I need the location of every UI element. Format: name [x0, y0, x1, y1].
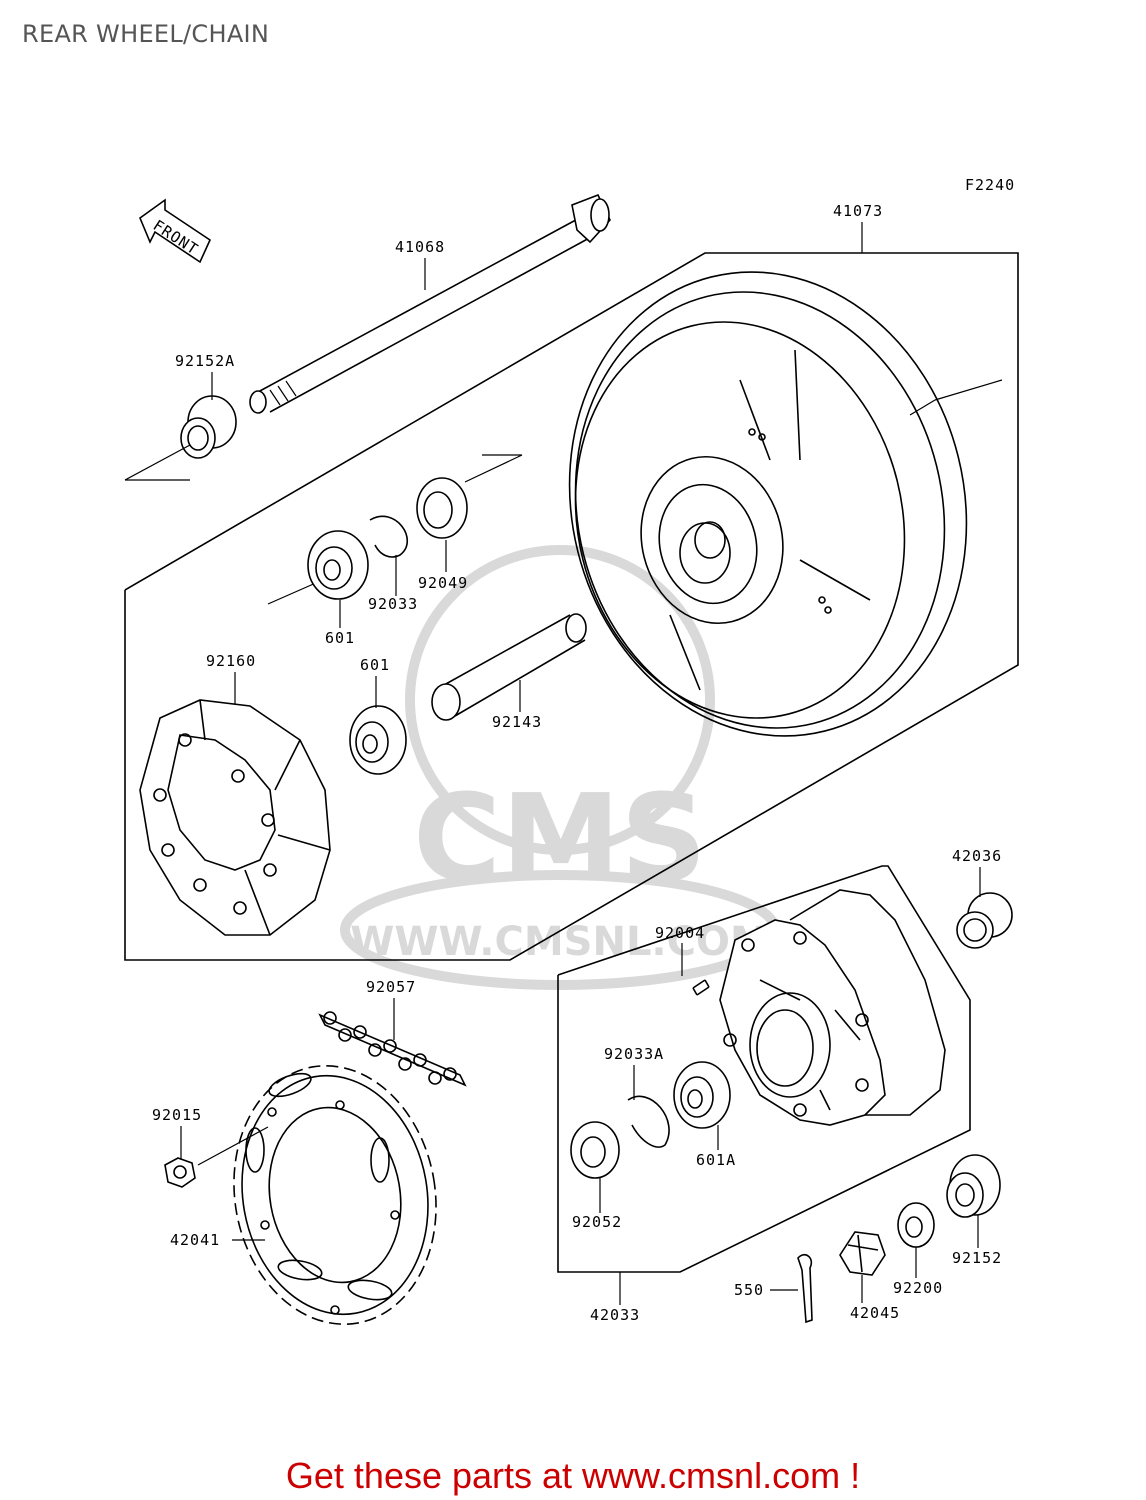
- drive-chain-92057: [318, 1011, 467, 1087]
- part-label: 601: [360, 656, 390, 674]
- hub-frame: [557, 865, 971, 1273]
- bearing-601-lower: [349, 705, 407, 775]
- bearing-601a: [673, 1061, 731, 1129]
- parts-diagram: CMS WWW.CMSNL.COM F2240 FRONT: [124, 176, 1019, 1325]
- part-label: 92057: [366, 978, 416, 996]
- spacer-92152a: [180, 395, 237, 459]
- part-label: 92049: [418, 574, 468, 592]
- bearing-601-upper: [307, 530, 369, 600]
- part-label: 601: [325, 629, 355, 647]
- damper-92160: [139, 699, 331, 936]
- circlip-92033: [369, 515, 408, 558]
- spacer-42036: [956, 892, 1013, 949]
- leader-lines: [180, 222, 981, 1305]
- page-title: REAR WHEEL/CHAIN: [22, 20, 270, 48]
- part-label: 92004: [655, 924, 705, 942]
- part-label: 92200: [893, 1279, 943, 1297]
- part-label: 92160: [206, 652, 256, 670]
- part-label: 550: [734, 1281, 764, 1299]
- circlip-92033a: [627, 1095, 670, 1148]
- sprocket-hub: [719, 889, 946, 1126]
- seal-92049: [416, 477, 468, 539]
- axle: [249, 193, 611, 414]
- collar-92152: [946, 1154, 1001, 1218]
- washer-92200: [897, 1202, 935, 1248]
- front-arrow-icon: FRONT: [139, 198, 212, 264]
- part-label: 92052: [572, 1213, 622, 1231]
- watermark: CMS WWW.CMSNL.COM: [340, 545, 780, 990]
- wheel-frame: [124, 252, 1019, 961]
- part-label: 41068: [395, 238, 445, 256]
- rear-sprocket-42041: [233, 1065, 437, 1325]
- part-label: 42041: [170, 1231, 220, 1249]
- part-label: 41073: [833, 202, 883, 220]
- nut-92015: [164, 1157, 196, 1188]
- part-label: 42045: [850, 1304, 900, 1322]
- part-label: 42033: [590, 1306, 640, 1324]
- part-label: 92033A: [604, 1045, 664, 1063]
- footer-promo-link[interactable]: Get these parts at www.cmsnl.com !: [285, 1455, 861, 1496]
- cotter-pin-550: [797, 1253, 813, 1324]
- seal-92052: [570, 1121, 620, 1179]
- part-label: 92033: [368, 595, 418, 613]
- figure-code: F2240: [965, 176, 1015, 194]
- watermark-logo-text: CMS: [413, 770, 707, 909]
- rear-wheel: [568, 271, 1003, 737]
- stud-92004: [692, 979, 710, 996]
- part-label: 92015: [152, 1106, 202, 1124]
- part-label: 42036: [952, 847, 1002, 865]
- castle-nut-42045: [839, 1231, 886, 1276]
- part-label: 601A: [696, 1151, 736, 1169]
- part-label: 92143: [492, 713, 542, 731]
- part-label: 92152A: [175, 352, 235, 370]
- part-label: 92152: [952, 1249, 1002, 1267]
- spacer-tube-92143: [431, 613, 587, 721]
- watermark-url: WWW.CMSNL.COM: [350, 919, 770, 965]
- part-labels: 41073 41068 92152A 92049 92033 601 92160…: [152, 202, 1002, 1324]
